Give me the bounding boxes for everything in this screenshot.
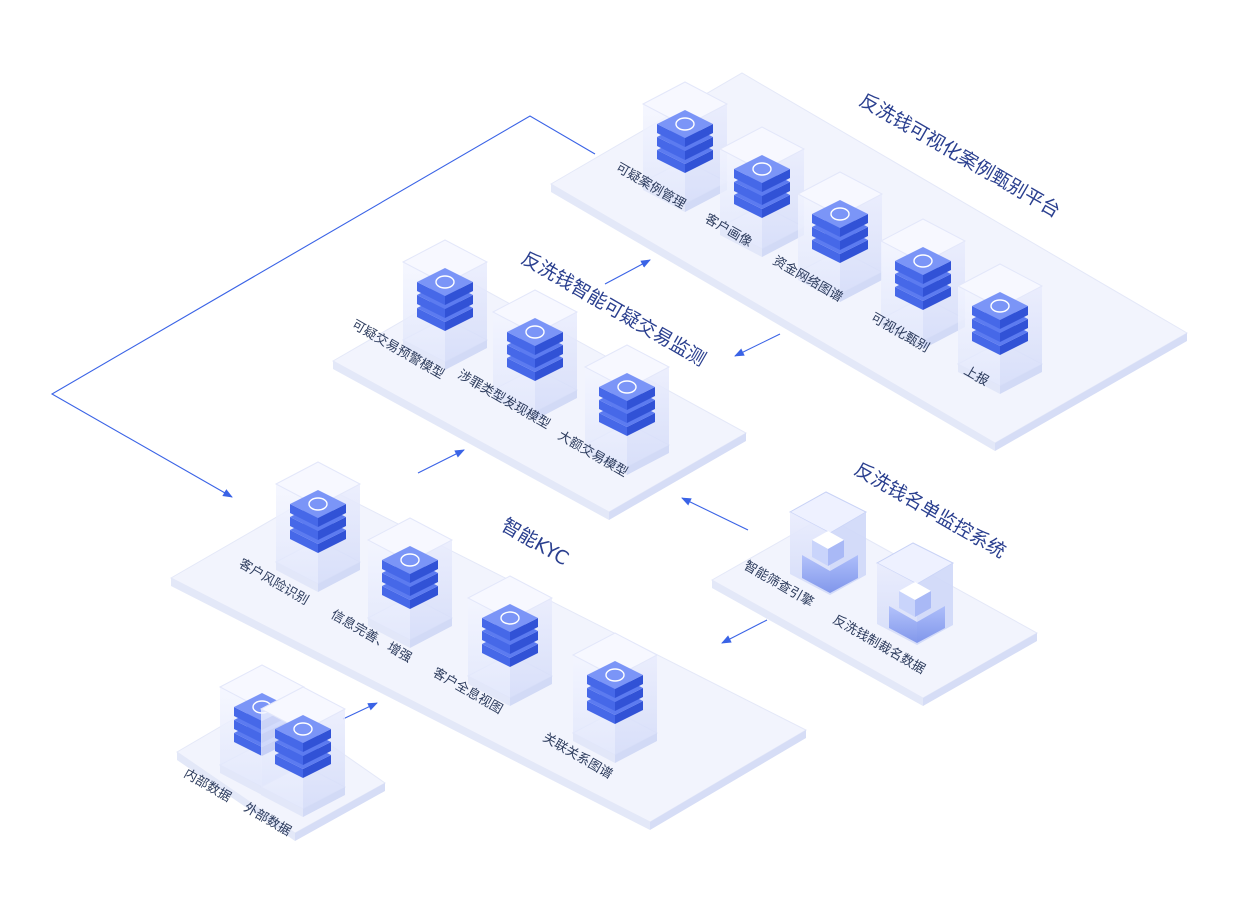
server-units xyxy=(218,81,1044,817)
arrow-sanction-to-kyc xyxy=(721,619,768,644)
server-unit-info-enhance xyxy=(366,517,454,648)
server-unit-holo-view xyxy=(466,575,554,706)
server-unit-risk-identify xyxy=(274,461,362,592)
server-unit-fund-network xyxy=(796,171,884,302)
server-unit-crime-type-model xyxy=(491,289,579,420)
chart-icon xyxy=(435,275,455,289)
coin-icon xyxy=(617,380,637,394)
server-unit-relation-graph xyxy=(571,632,659,763)
loop-connector xyxy=(50,115,596,498)
sanction-unit-screening xyxy=(788,491,868,595)
server-unit-customer-profile xyxy=(718,126,806,257)
server-unit-large-trade-model xyxy=(583,344,671,475)
server-unit-suspicious-case xyxy=(641,81,729,212)
arrow-sanction-to-monitor xyxy=(681,497,749,531)
title-kyc: 智能KYC xyxy=(498,514,573,570)
shield-icon xyxy=(308,497,328,511)
arrow-monitor-to-case xyxy=(604,259,651,285)
chat-icon xyxy=(752,162,772,176)
money-bag-icon xyxy=(830,207,850,221)
server-unit-visual-screening xyxy=(879,218,967,349)
arrow-case-to-monitor xyxy=(734,333,781,357)
shield-icon xyxy=(525,325,545,339)
database-icon xyxy=(293,722,313,736)
flow-arrows xyxy=(50,115,781,720)
server-unit-report xyxy=(956,263,1044,394)
server-unit-external-data xyxy=(259,686,347,817)
sanction-unit-data xyxy=(875,542,955,645)
network-icon xyxy=(913,254,933,268)
card-icon xyxy=(675,117,695,131)
server-unit-warning-model xyxy=(401,239,489,370)
bank-icon xyxy=(990,299,1010,313)
arrow-data-to-kyc xyxy=(342,702,378,720)
target-icon xyxy=(500,611,520,625)
arrow-kyc-to-monitor xyxy=(417,449,465,474)
form-icon xyxy=(400,553,420,567)
graph-icon xyxy=(605,668,625,682)
